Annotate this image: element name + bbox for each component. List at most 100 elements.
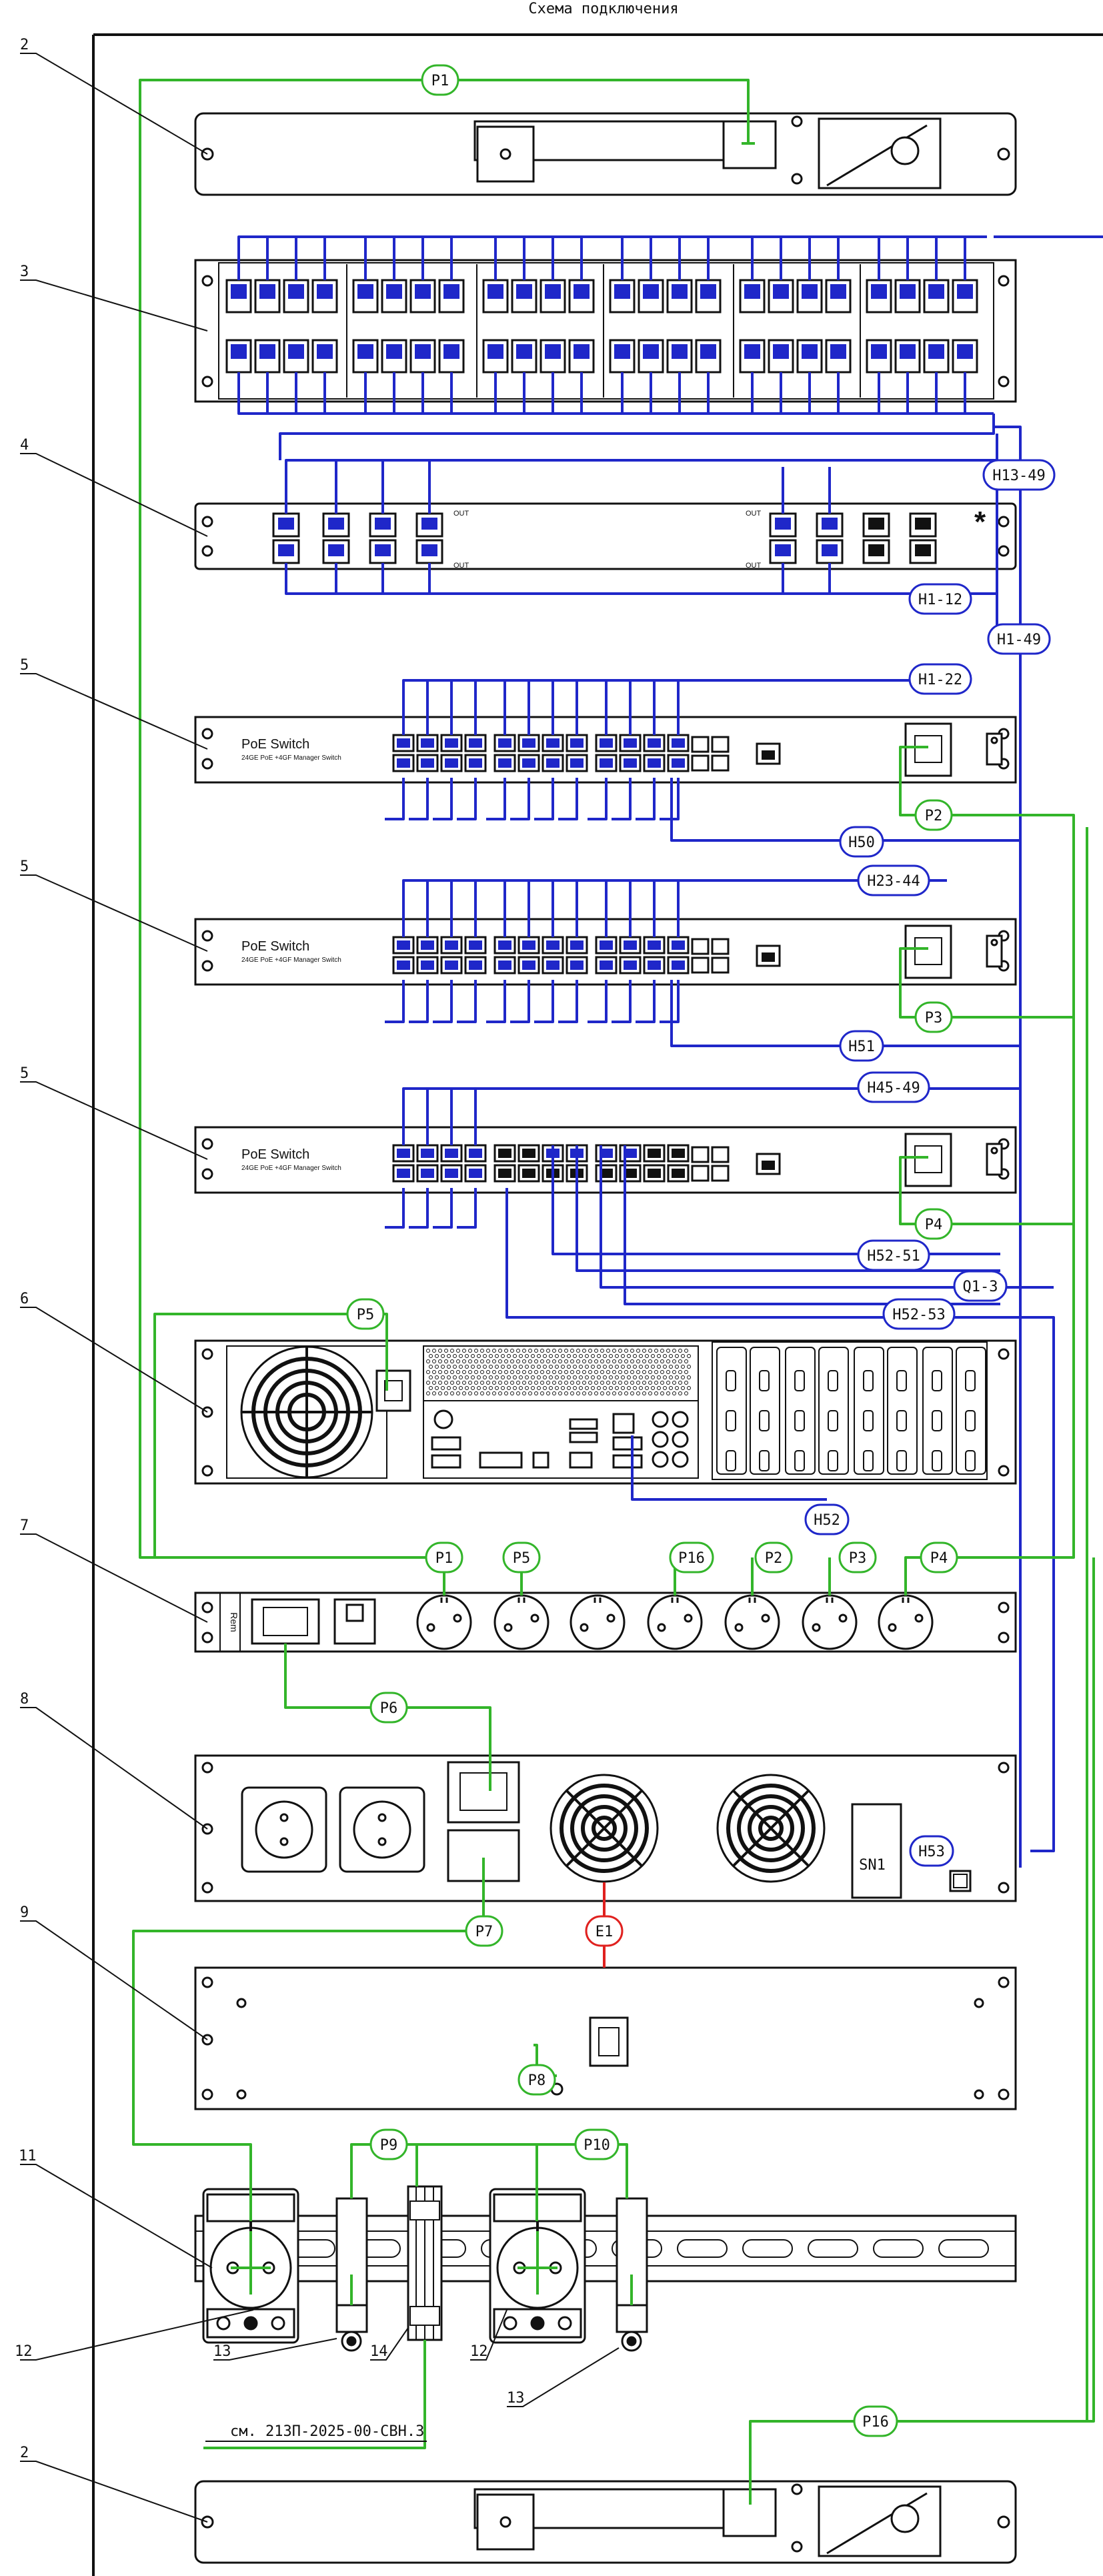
grille-hole: [501, 1365, 505, 1369]
grille-hole: [540, 1359, 544, 1363]
sfp-port: [711, 1165, 730, 1182]
patch-port-jack: [700, 284, 716, 299]
switch-port-jack: [397, 758, 410, 768]
ups-fan-spoke: [566, 1790, 643, 1867]
cable-label-text: H52-51: [867, 1248, 920, 1265]
switch-port-jack: [498, 1169, 511, 1178]
grille-hole: [612, 1381, 616, 1385]
grille-hole: [471, 1365, 475, 1369]
splitter-port-jack: [915, 544, 931, 556]
grille-hole: [681, 1365, 685, 1369]
grille-hole: [651, 1354, 655, 1358]
din-slot: [742, 2239, 793, 2258]
pdu-socket: [878, 1594, 934, 1650]
patch-panel: [194, 259, 1017, 403]
grille-hole: [462, 1391, 466, 1395]
patch-port-jack: [357, 284, 373, 299]
blue-cable: [486, 980, 506, 1023]
position-number: 3: [20, 263, 29, 280]
grille-hole: [471, 1375, 475, 1379]
switch-port-jack: [469, 1169, 482, 1178]
grille-hole: [507, 1365, 511, 1369]
grille-hole: [450, 1381, 454, 1385]
drive-bay-slot: [794, 1450, 805, 1471]
drive-bay-slot: [726, 1370, 736, 1391]
grille-hole: [570, 1381, 574, 1385]
grille-hole: [615, 1386, 619, 1390]
cable-label: H50: [839, 826, 884, 858]
grille-hole: [612, 1349, 616, 1353]
grille-hole: [588, 1349, 592, 1353]
grille-hole: [450, 1370, 454, 1374]
pdu-socket-pin: [734, 1623, 744, 1632]
grille-hole: [624, 1370, 628, 1374]
sfp-port: [711, 1146, 730, 1163]
grille-hole: [684, 1359, 688, 1363]
cable-label-border: [839, 826, 884, 858]
grille-hole: [594, 1370, 598, 1374]
grille-hole: [660, 1359, 664, 1363]
grille-hole: [615, 1375, 619, 1379]
grille-hole: [615, 1365, 619, 1369]
patch-port-jack: [928, 344, 944, 359]
grille-hole: [519, 1386, 523, 1390]
switch-port-jack: [498, 738, 511, 748]
grille-hole: [444, 1391, 448, 1395]
splitter-port-jack: [421, 544, 437, 556]
leader-line: [20, 2461, 208, 2523]
grille-hole: [504, 1349, 508, 1353]
grille-hole: [456, 1381, 460, 1385]
splitter-out-label: OUT: [746, 510, 762, 518]
cable-label-text: H1-22: [918, 672, 962, 688]
cable-label-text: P16: [678, 1550, 705, 1567]
grille-hole: [531, 1365, 535, 1369]
grille-hole: [654, 1370, 658, 1374]
drive-bay-slot: [863, 1370, 874, 1391]
drive-bay-slot: [896, 1450, 907, 1471]
cable-label-text: P6: [380, 1700, 398, 1717]
grille-hole: [537, 1365, 541, 1369]
grille-hole: [531, 1375, 535, 1379]
switch-port-jack: [469, 738, 482, 748]
patch-port-jack: [700, 344, 716, 359]
cable-label-border: [839, 1030, 884, 1062]
grille-hole: [558, 1359, 562, 1363]
leader-line: [20, 673, 208, 750]
grille-hole: [438, 1370, 442, 1374]
grille-hole: [642, 1370, 646, 1374]
cable-label-text: P3: [925, 1010, 943, 1027]
grille-hole: [435, 1354, 439, 1358]
grille-hole: [570, 1370, 574, 1374]
pdu-socket-pin: [503, 1623, 513, 1632]
grille-hole: [600, 1370, 604, 1374]
sfp-port: [691, 754, 710, 772]
drive-bay-slot: [965, 1370, 976, 1391]
grille-hole: [444, 1381, 448, 1385]
blue-cable: [474, 1087, 1020, 1145]
pdu-socket-pin: [761, 1614, 770, 1623]
grille-hole: [654, 1381, 658, 1385]
switch-port-jack: [469, 940, 482, 950]
cable-label: H1-22: [908, 663, 972, 695]
switch-port-jack: [600, 940, 613, 950]
cable-label-text: H1-12: [918, 592, 962, 608]
grille-hole: [648, 1349, 652, 1353]
din-socket-screw: [271, 2316, 285, 2331]
grille-hole: [594, 1381, 598, 1385]
grille-hole: [462, 1349, 466, 1353]
cable-label-text: P8: [528, 2072, 546, 2089]
grille-hole: [579, 1354, 583, 1358]
switch-port-jack: [469, 960, 482, 970]
grille-hole: [672, 1370, 676, 1374]
green-cable: [899, 746, 1075, 1595]
cable-label-border: [908, 583, 972, 615]
grille-hole: [582, 1349, 586, 1353]
grille-hole: [456, 1370, 460, 1374]
rack-shelf-top: [194, 112, 1017, 196]
pdu-label: Rem: [229, 1612, 239, 1632]
blue-cable: [433, 778, 453, 820]
grille-hole: [429, 1386, 433, 1390]
pdu-socket: [416, 1594, 472, 1650]
sfp-port: [711, 956, 730, 974]
